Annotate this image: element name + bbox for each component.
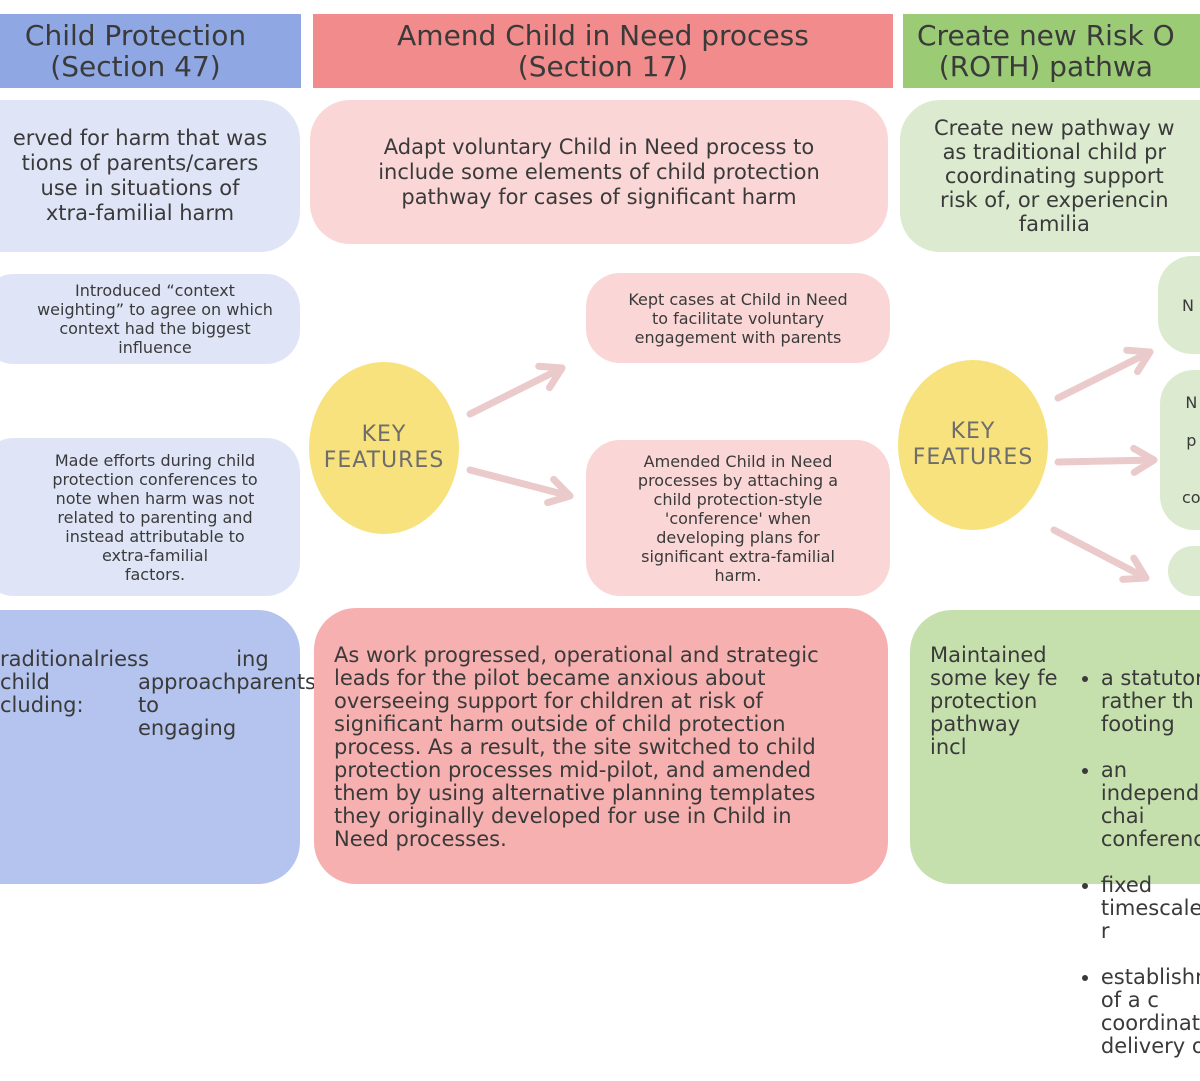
outcome-child-protection: raditional child cluding: ries s approac… [0,610,316,884]
outcome-left-line: s approach to engaging [137,647,237,740]
arrow-right-middle [1054,444,1158,476]
outcome-right-bullet: establishment of a c coordinate delivery… [1101,966,1200,1058]
arrow-right-upper [1054,346,1154,402]
outcome-child-in-need: As work progressed, operational and stra… [314,608,888,884]
feature-conference-notes: Made efforts during child protection con… [0,438,300,596]
feature-roth-2: N p co [1160,370,1200,530]
outcome-left-intro: raditional child cluding: [0,647,100,717]
outcome-right-intro: Maintained some key fe protection pathwa… [930,643,1058,759]
arrow-middle-lower [466,466,574,507]
description-child-in-need: Adapt voluntary Child in Need process to… [310,100,888,244]
header-child-protection: Child Protection (Section 47) [0,14,301,88]
arrows-layer [466,346,1158,583]
key-features-right: KEY FEATURES [898,360,1048,530]
outcome-left-line: ing parents [236,647,316,694]
feature-kept-at-child-in-need: Kept cases at Child in Need to facilitat… [586,273,890,363]
feature-roth-1: N [1158,256,1200,354]
feature-context-weighting: Introduced “context weighting” to agree … [0,274,300,364]
outcome-right-bullet: a statutory, rather th footing [1101,667,1200,736]
key-features-middle: KEY FEATURES [309,362,459,534]
feature-amended-conference: Amended Child in Need processes by attac… [586,440,890,596]
description-roth-pathway: Create new pathway w as traditional chil… [900,100,1200,252]
outcome-right-bullet: fixed timescales to r [1101,874,1200,943]
arrow-right-lower [1050,526,1150,583]
description-child-protection: erved for harm that was tions of parents… [0,100,300,252]
outcome-right-bullets: a statutory, rather th footing an indepe… [1063,644,1200,1081]
outcome-roth-pathway: Maintained some key fe protection pathwa… [910,610,1200,1058]
outcome-left-line: ries [99,647,138,671]
outcome-right-bullet: an independent chai conferences [1101,759,1200,851]
header-child-in-need: Amend Child in Need process (Section 17) [313,14,893,88]
header-roth-pathway: Create new Risk O (ROTH) pathwa [903,14,1200,88]
arrow-middle-upper [466,362,566,418]
